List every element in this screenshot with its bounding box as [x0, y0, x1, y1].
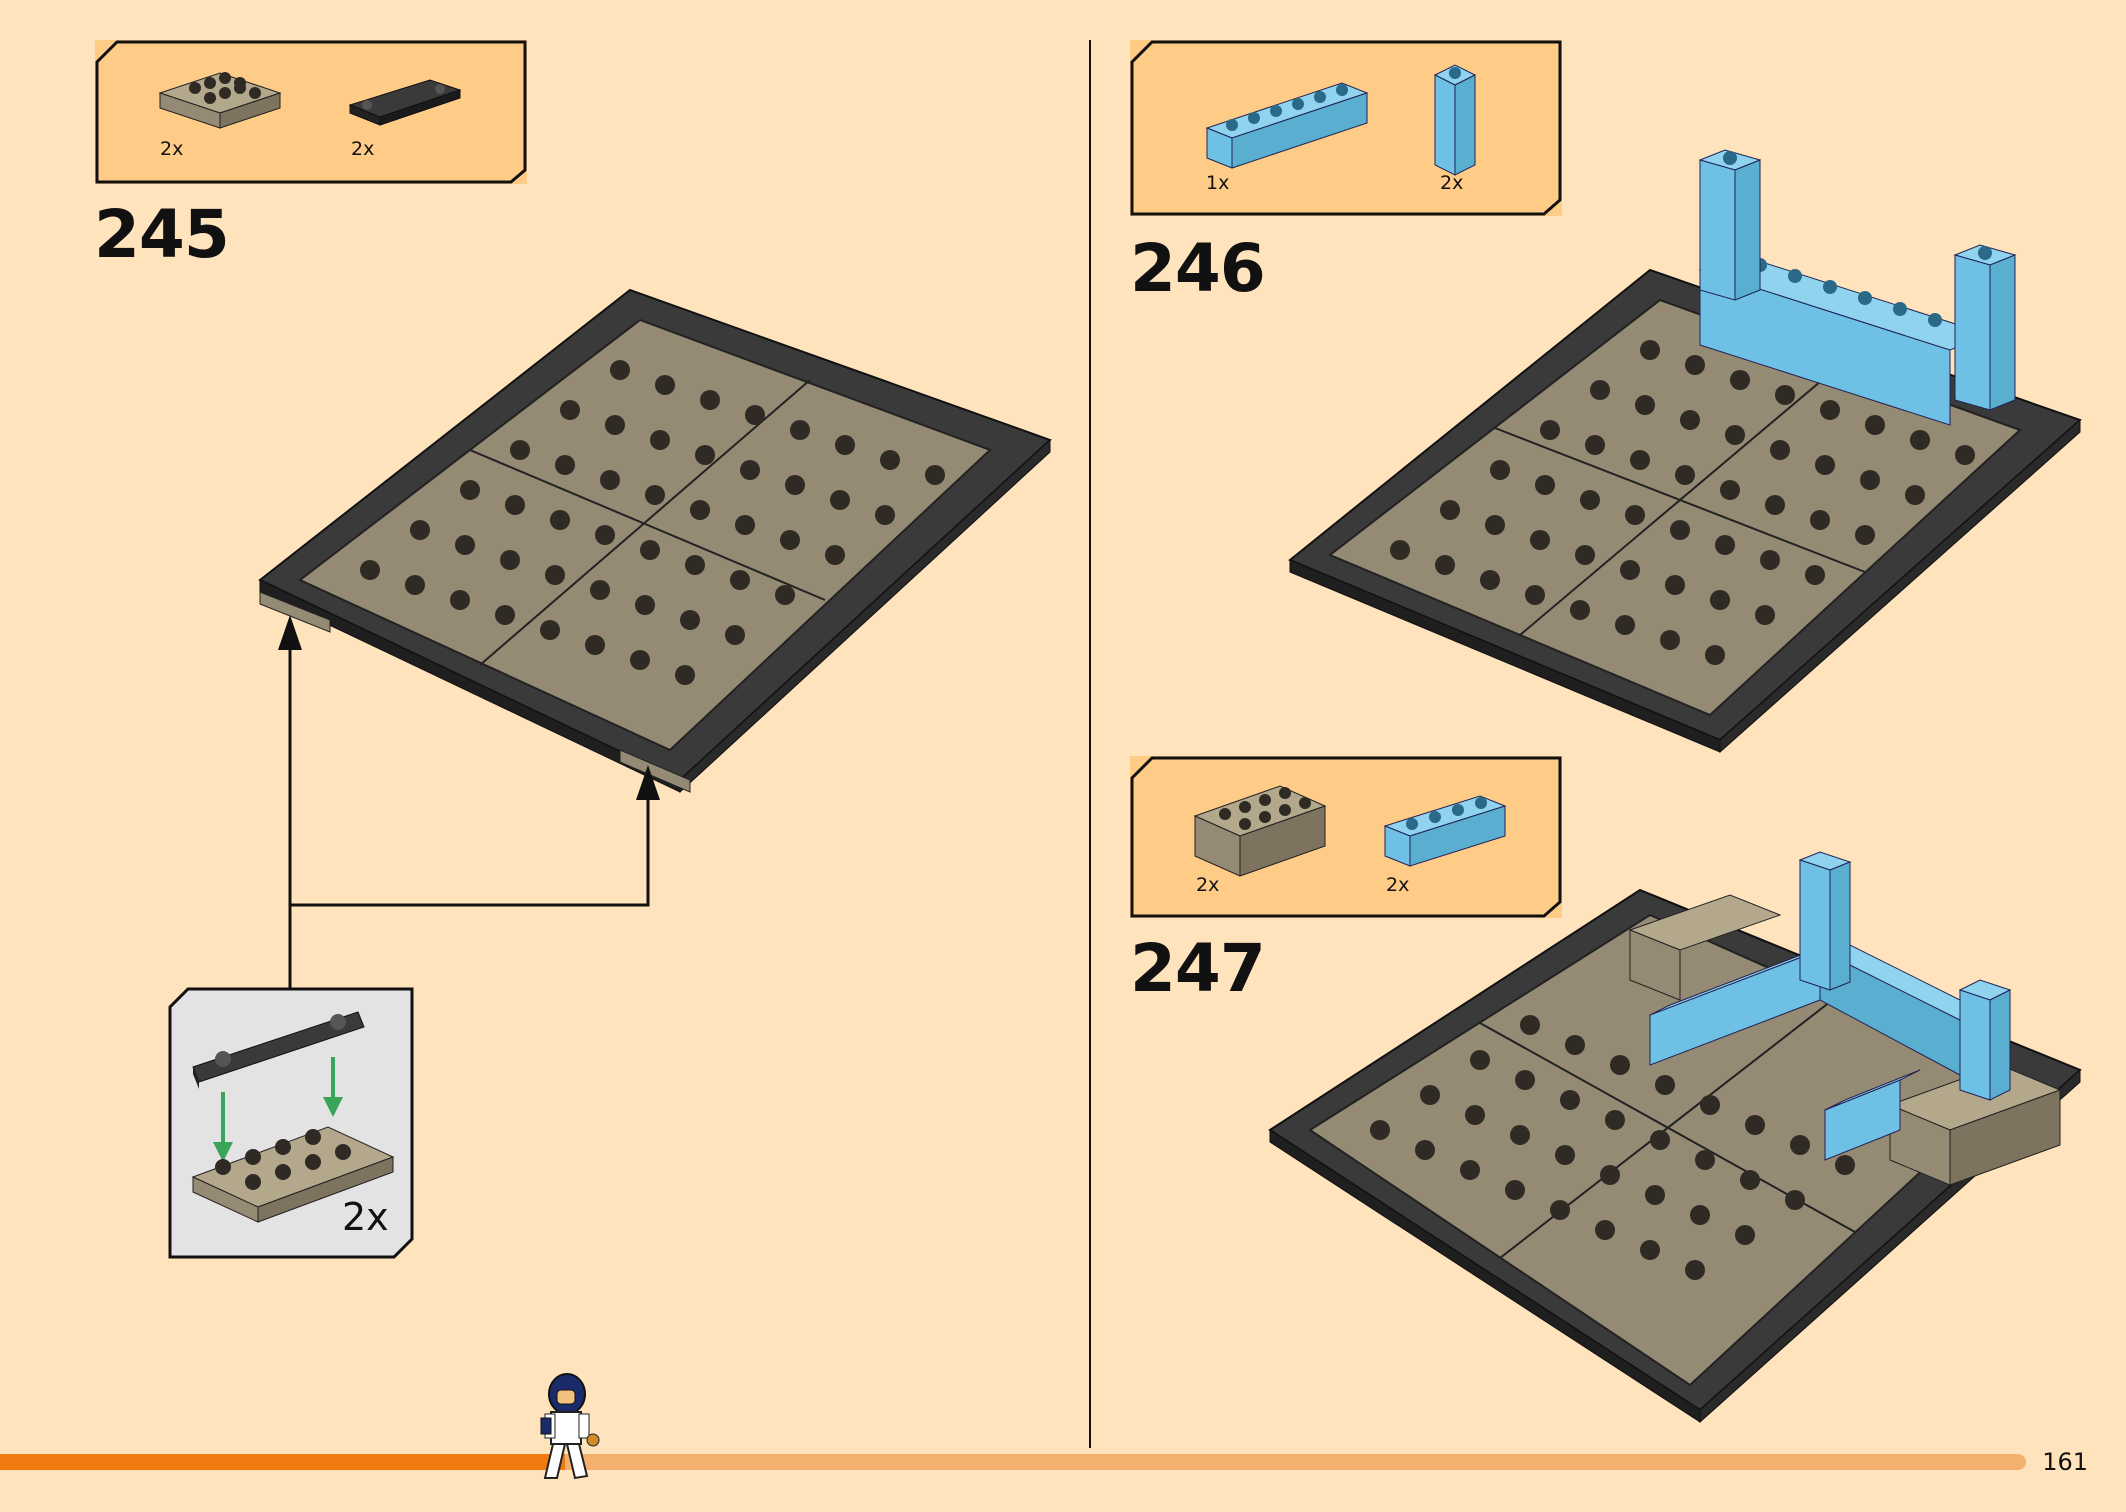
parts-callout-245: 2x 2x — [95, 40, 527, 184]
light-blue-brick-1x1x3-icon — [1433, 64, 1477, 176]
placement-arrows — [278, 615, 660, 990]
part-qty: 2x — [1440, 172, 1464, 194]
subassembly-qty: 2x — [342, 1195, 389, 1239]
tan-brick-2x4-icon — [1193, 785, 1327, 877]
part-qty: 2x — [1386, 874, 1410, 896]
part-qty: 1x — [1206, 172, 1230, 194]
baseplate-model-245 — [258, 288, 1052, 794]
baseplate-model-246 — [1288, 149, 2082, 754]
minifigure-icon — [540, 1373, 600, 1480]
progress-fill — [0, 1454, 565, 1470]
parts-callout-246: 1x 2x — [1130, 40, 1562, 216]
light-blue-brick-1x4-icon — [1383, 795, 1507, 867]
part-qty: 2x — [351, 138, 375, 160]
step-number: 247 — [1130, 930, 1266, 1007]
light-blue-brick-1x6-icon — [1205, 82, 1369, 169]
baseplate-model-247 — [1268, 851, 2082, 1424]
black-tile-icon — [348, 79, 462, 126]
parts-callout-247: 2x 2x — [1130, 756, 1562, 918]
part-qty: 2x — [1196, 874, 1220, 896]
page-number: 161 — [2042, 1448, 2088, 1476]
subassembly-box: 2x — [168, 987, 414, 1259]
step-number: 245 — [94, 196, 230, 273]
tan-plate-icon — [158, 72, 282, 129]
part-qty: 2x — [160, 138, 184, 160]
page-divider — [1089, 40, 1091, 1448]
step-number: 246 — [1130, 230, 1266, 307]
